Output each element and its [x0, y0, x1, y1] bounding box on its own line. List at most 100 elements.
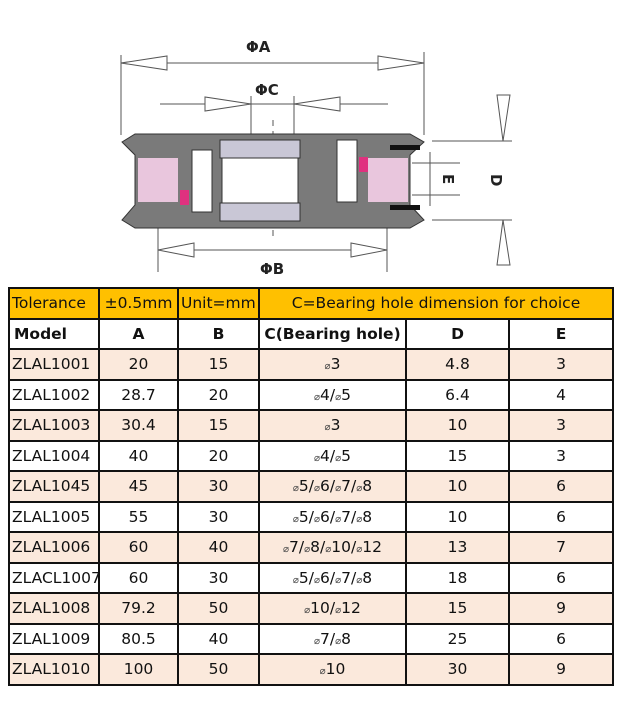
cell-a: 60	[98, 531, 179, 564]
cell-b: 30	[177, 500, 260, 533]
bearing-hole-size: 12	[341, 599, 361, 618]
cell-c: ⌀10	[258, 653, 407, 686]
cell-b: 50	[177, 592, 260, 625]
diameter-symbol: ⌀	[335, 483, 342, 495]
diameter-symbol: ⌀	[335, 605, 342, 617]
tolerance-label: Tolerance	[8, 287, 100, 320]
table-header-row: Tolerance ±0.5mm Unit=mm C=Bearing hole …	[8, 287, 614, 320]
bearing-hole-size: 7	[289, 538, 299, 557]
cell-d: 6.4	[405, 378, 510, 411]
cell-e: 9	[508, 653, 614, 686]
model: ZLAL1006	[8, 531, 100, 564]
column-header-b: B	[177, 317, 260, 350]
column-header-e: E	[508, 317, 614, 350]
bearing-hole-size: 5	[341, 385, 352, 404]
model: ZLAL1002	[8, 378, 100, 411]
diameter-symbol: ⌀	[356, 513, 363, 525]
cell-b: 50	[177, 653, 260, 686]
diameter-symbol: ⌀	[313, 635, 320, 647]
cell-e: 6	[508, 622, 614, 655]
label-e: E	[439, 174, 457, 184]
bearing-hole-size: 10	[325, 660, 346, 679]
cell-b: 40	[177, 622, 260, 655]
cell-a: 80.5	[98, 622, 179, 655]
bearing-hole-size: 6	[320, 568, 330, 587]
column-header-d: D	[405, 317, 510, 350]
label-d: D	[487, 174, 505, 186]
bearing-hole-size: 6	[320, 507, 330, 526]
cell-c: ⌀7/⌀8/⌀10/⌀12	[258, 531, 407, 564]
diameter-symbol: ⌀	[335, 452, 342, 464]
bearing-hole-size: 8	[341, 629, 352, 648]
cell-c: ⌀5/⌀6/⌀7/⌀8	[258, 470, 407, 503]
model: ZLAL1009	[8, 622, 100, 655]
diameter-symbol: ⌀	[335, 574, 342, 586]
diameter-symbol: ⌀	[304, 605, 311, 617]
cell-e: 3	[508, 409, 614, 442]
cell-a: 28.7	[98, 378, 179, 411]
cell-e: 9	[508, 592, 614, 625]
cell-d: 10	[405, 470, 510, 503]
bearing-hole-size: 8	[362, 568, 373, 587]
cell-a: 45	[98, 470, 179, 503]
cell-c: ⌀10/⌀12	[258, 592, 407, 625]
bearing-hole-size: 10	[331, 538, 352, 557]
label-phi-c: ΦC	[255, 81, 279, 99]
unit-label: Unit=mm	[177, 287, 260, 320]
diameter-symbol: ⌀	[356, 483, 363, 495]
bearing-hole-size: 7	[341, 507, 352, 526]
bearing-hole-size: 4	[320, 446, 330, 465]
column-header-a: A	[98, 317, 179, 350]
diameter-symbol: ⌀	[356, 544, 363, 556]
diameter-symbol: ⌀	[335, 391, 342, 403]
cell-c: ⌀7/⌀8	[258, 622, 407, 655]
bearing-hole-size: 7	[320, 629, 330, 648]
model: ZLAL1004	[8, 439, 100, 472]
diameter-symbol: ⌀	[282, 544, 289, 556]
diameter-symbol: ⌀	[304, 544, 311, 556]
cell-b: 40	[177, 531, 260, 564]
model: ZLAL1005	[8, 500, 100, 533]
cell-c: ⌀3	[258, 348, 407, 381]
bearing-hole-size: 7	[341, 477, 352, 496]
model: ZLAL1010	[8, 653, 100, 686]
cell-c: ⌀5/⌀6/⌀7/⌀8	[258, 500, 407, 533]
bearing-hole-size: 5	[341, 446, 352, 465]
label-phi-a: ΦA	[246, 38, 271, 56]
cell-a: 55	[98, 500, 179, 533]
column-header-model: Model	[8, 317, 100, 350]
cell-b: 20	[177, 378, 260, 411]
diameter-symbol: ⌀	[313, 452, 320, 464]
wheel-groove-left	[138, 158, 178, 202]
cell-a: 60	[98, 561, 179, 594]
cell-c: ⌀5/⌀6/⌀7/⌀8	[258, 561, 407, 594]
cell-e: 6	[508, 500, 614, 533]
model: ZLAL1008	[8, 592, 100, 625]
bearing-hole-note: C=Bearing hole dimension for choice	[258, 287, 614, 320]
bearing-hole-size: 7	[341, 568, 352, 587]
diameter-symbol: ⌀	[325, 544, 332, 556]
bearing-hole-size: 4	[320, 385, 330, 404]
diameter-symbol: ⌀	[313, 513, 320, 525]
column-header-c: C(Bearing hole)	[258, 317, 407, 350]
bearing-hole-size: 5	[298, 507, 309, 526]
cell-e: 6	[508, 470, 614, 503]
cell-e: 6	[508, 561, 614, 594]
cell-a: 100	[98, 653, 179, 686]
cell-c: ⌀4/⌀5	[258, 439, 407, 472]
diameter-symbol: ⌀	[335, 513, 342, 525]
specification-table: Tolerance ±0.5mm Unit=mm C=Bearing hole …	[8, 287, 614, 686]
cell-a: 40	[98, 439, 179, 472]
pulley-cross-section-diagram: ΦA ΦC ΦB E D	[120, 38, 512, 278]
bearing-hole-size: 3	[330, 355, 341, 374]
diameter-symbol: ⌀	[324, 422, 331, 434]
bearing-hole-size: 3	[330, 416, 341, 435]
